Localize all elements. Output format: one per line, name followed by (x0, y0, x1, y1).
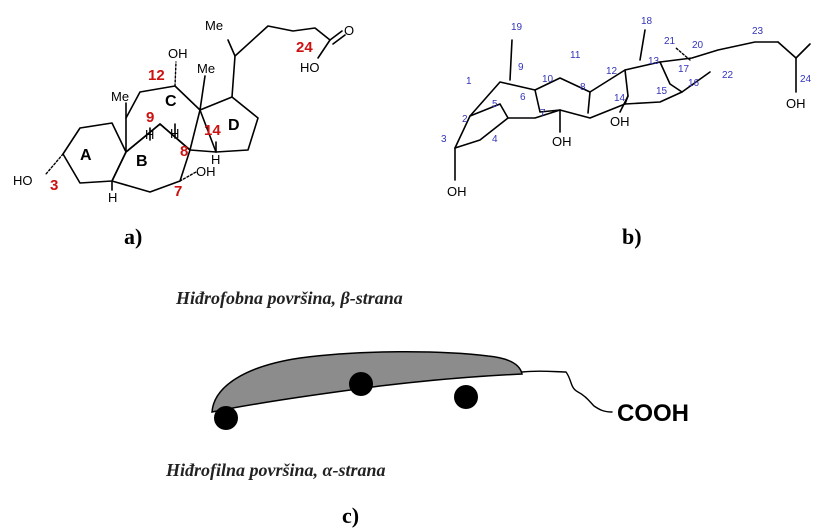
atom-number-22: 22 (722, 70, 734, 81)
hydroxyl-dot-3 (454, 385, 478, 409)
side-chain-tail (521, 370, 613, 413)
atom-oh-3-b: OH (447, 184, 467, 199)
position-7: 7 (174, 183, 182, 200)
atom-ho-3: HO (13, 173, 33, 188)
atom-number-20: 20 (692, 40, 704, 51)
atom-number-5: 5 (492, 99, 498, 110)
panel-b-label: b) (622, 224, 642, 249)
atom-number-24: 24 (800, 74, 812, 85)
panel-a-label: a) (124, 224, 142, 249)
atom-h-9: H (145, 127, 154, 142)
ring-label-a: A (80, 147, 92, 164)
atom-oh-7: OH (196, 164, 216, 179)
atom-me-19: Me (111, 89, 129, 104)
ring-label-d: D (228, 117, 240, 134)
atom-oh-24-b: OH (786, 96, 806, 111)
atom-o-acid: O (344, 23, 354, 38)
position-14: 14 (204, 122, 221, 139)
ring-label-c: C (165, 93, 177, 110)
atom-oh-12-b: OH (610, 114, 630, 129)
atom-h-8: H (170, 126, 179, 141)
atom-ho-acid: HO (300, 60, 320, 75)
atom-number-6: 6 (520, 92, 526, 103)
hydroxyl-dot-2 (349, 372, 373, 396)
atom-number-17: 17 (678, 64, 690, 75)
atom-number-14: 14 (614, 93, 626, 104)
atom-number-1: 1 (466, 76, 472, 87)
position-12: 12 (148, 67, 165, 84)
hydrophobic-caption: Hiđrofobna površina, β-strana (175, 288, 403, 308)
hydrophilic-caption: Hiđrofilna površina, α-strana (165, 460, 386, 480)
atom-number-10: 10 (542, 74, 554, 85)
cooh-group-label: COOH (617, 400, 689, 427)
atom-number-3: 3 (441, 134, 447, 145)
atom-h-5: H (108, 190, 117, 205)
atom-oh-7-b: OH (552, 134, 572, 149)
position-24: 24 (296, 39, 313, 56)
atom-number-21: 21 (664, 36, 676, 47)
atom-number-9: 9 (518, 62, 524, 73)
ring-label-b: B (136, 153, 148, 170)
atom-me-sidechain: Me (205, 18, 223, 33)
atom-number-8: 8 (580, 82, 586, 93)
panel-c-schematic: Hiđrofobna površina, β-strana COOH Hiđro… (165, 288, 689, 528)
atom-number-13: 13 (648, 56, 660, 67)
panel-c-label: c) (342, 503, 359, 528)
atom-number-4: 4 (492, 134, 498, 145)
atom-number-23: 23 (752, 26, 764, 37)
atom-me-18: Me (197, 61, 215, 76)
hashed-bond-12 (174, 61, 177, 87)
hydroxyl-dot-1 (214, 406, 238, 430)
atom-number-2: 2 (462, 114, 468, 125)
atom-number-12: 12 (606, 66, 618, 77)
position-3: 3 (50, 177, 58, 194)
atom-number-11: 11 (570, 50, 581, 61)
position-8: 8 (180, 143, 188, 160)
panel-a-structure: Me Me Me OH HO OH HO O H H H H A B C D 3… (13, 18, 354, 249)
atom-number-19: 19 (511, 22, 523, 33)
atom-oh-12: OH (168, 46, 188, 61)
position-9: 9 (146, 109, 154, 126)
panel-b-structure: 1 2 3 4 5 6 7 8 9 10 11 12 13 14 15 16 1… (441, 16, 812, 249)
atom-h-14: H (211, 152, 220, 167)
atom-number-15: 15 (656, 86, 668, 97)
atom-number-18: 18 (641, 16, 653, 27)
atom-number-7: 7 (540, 108, 546, 119)
atom-number-16: 16 (688, 78, 700, 89)
